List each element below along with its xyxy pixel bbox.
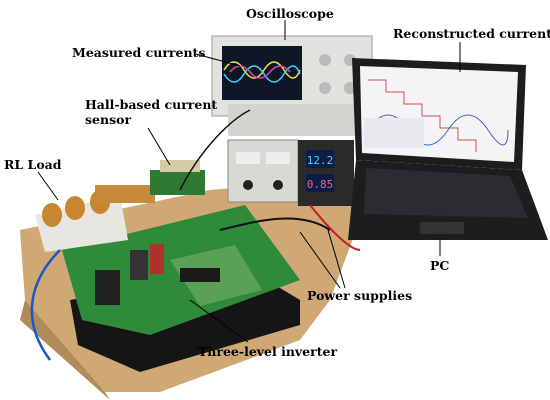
hall-sensor-board xyxy=(150,170,205,195)
heatsink xyxy=(95,270,120,305)
laptop-ui-panel xyxy=(364,118,424,148)
scope-knob-4 xyxy=(344,82,356,94)
psu-voltage-readout: 12.2 xyxy=(307,154,334,167)
blue-cable xyxy=(30,249,61,361)
ic-chip xyxy=(180,268,220,282)
label-pc: PC xyxy=(430,258,450,273)
callout-lines xyxy=(37,20,461,343)
psu-left-display-2 xyxy=(266,152,290,164)
label-rl-load: RL Load xyxy=(4,157,62,172)
power-supply-right xyxy=(298,140,354,206)
waveform-yellow xyxy=(223,61,301,79)
waveform-cyan xyxy=(223,65,301,83)
resistor-bank xyxy=(95,185,155,203)
laptop-touchpad xyxy=(420,222,464,234)
psu-left-display-1 xyxy=(236,152,260,164)
power-supply-left xyxy=(227,139,299,203)
hall-sensor-module xyxy=(160,160,200,172)
scope-knob-1 xyxy=(319,54,331,66)
psu-voltage-display xyxy=(306,150,334,168)
connector-red xyxy=(150,244,164,274)
callout-hall xyxy=(147,127,171,166)
callout-power-left xyxy=(299,231,341,289)
scope-knob-3 xyxy=(319,82,331,94)
callout-inverter xyxy=(189,299,249,343)
callout-power-right xyxy=(327,229,346,289)
capacitor xyxy=(130,250,148,280)
label-oscilloscope: Oscilloscope xyxy=(246,6,334,21)
label-three-level-inverter: Three-level inverter xyxy=(198,344,338,359)
red-cable xyxy=(309,204,361,251)
probe-cable xyxy=(179,109,251,191)
inductor-coil-2 xyxy=(65,196,85,220)
oscilloscope-stand xyxy=(228,104,368,136)
psu-current-display xyxy=(306,174,334,192)
reconstructed-waveform-red xyxy=(368,79,477,152)
psu-left-knob-2 xyxy=(273,180,283,190)
black-cable xyxy=(219,217,331,231)
reconstructed-waveform-blue xyxy=(367,114,509,146)
label-hall-sensor: Hall-based current sensor xyxy=(85,97,218,127)
inductor-coil-1 xyxy=(42,203,62,227)
label-measured-currents: Measured currents xyxy=(72,45,206,60)
psu-left-knob-1 xyxy=(243,180,253,190)
callout-rl xyxy=(37,171,59,201)
label-power-supplies: Power supplies xyxy=(307,288,413,303)
laptop-keyboard xyxy=(364,168,528,218)
psu-current-readout: 0.85 xyxy=(307,178,334,191)
label-reconstructed-currents: Reconstructed currents xyxy=(393,26,550,41)
callout-measured xyxy=(195,53,241,67)
table-edge xyxy=(20,300,110,400)
